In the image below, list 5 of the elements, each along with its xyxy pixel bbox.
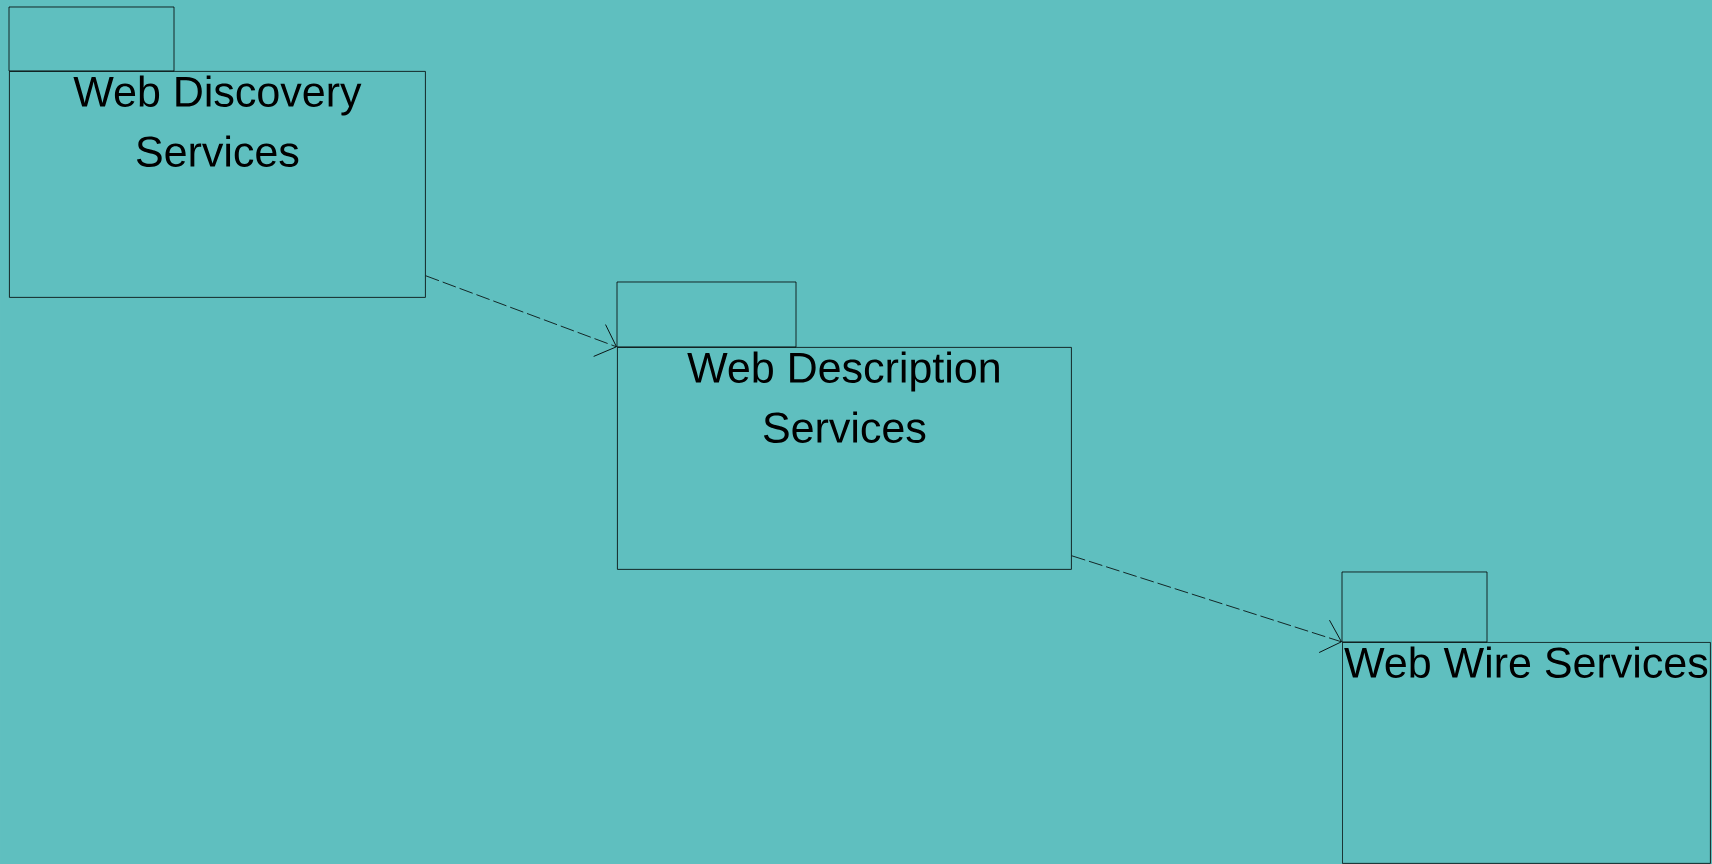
- package-box: Web Wire Services: [1341, 571, 1711, 864]
- package-box: Web Description Services: [616, 281, 1072, 570]
- dependency-arrow: [425, 275, 617, 357]
- dependency-arrow: [1071, 555, 1342, 653]
- package-box: Web Discovery Services: [8, 6, 426, 298]
